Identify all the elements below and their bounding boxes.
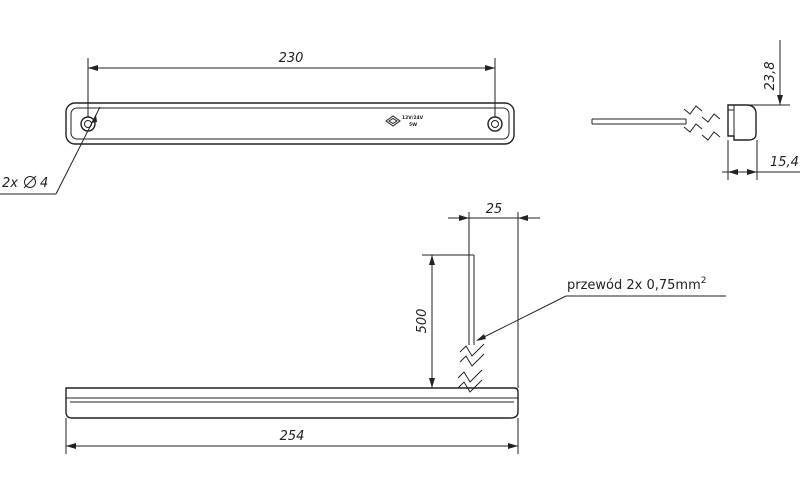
diamond-logo-icon (385, 115, 401, 127)
dimension-23-8-label: 23,8 (763, 62, 778, 91)
dimension-23-8: 23,8 (748, 40, 790, 106)
lamp-body-top-view (65, 102, 515, 145)
dimension-500-label: 500 (415, 309, 430, 334)
lamp-voltage-label: 12V/24V (402, 115, 424, 121)
diameter-symbol-icon (23, 175, 37, 189)
hole-callout: 2x 4 (0, 106, 101, 195)
dimension-254-label: 254 (280, 429, 305, 444)
lamp-body-front-view (65, 387, 519, 419)
lamp-profile-side (727, 104, 757, 141)
dimension-500: 500 (415, 254, 469, 389)
cable-note-label: przewód 2x 0,75mm2 (567, 276, 707, 293)
dimension-25: 25 (448, 202, 540, 388)
cable-note-callout: przewód 2x 0,75mm2 (476, 276, 726, 341)
front-view: 25 500 254 przewód 2x 0,75mm2 (65, 202, 726, 454)
mounting-hole-left (80, 116, 96, 132)
front-cable (457, 254, 485, 393)
mounting-hole-right (487, 116, 503, 132)
lamp-inner-outline (70, 107, 510, 140)
hole-count-label: 2x (2, 176, 18, 191)
side-view: 23,8 15,4 (591, 40, 800, 180)
dimension-15-4-label: 15,4 (770, 155, 799, 170)
top-view: 12V/24V 5W 230 2x 4 (0, 51, 515, 195)
cable-note-superscript: 2 (701, 276, 707, 286)
dimension-25-label: 25 (486, 202, 503, 217)
dimension-230-label: 230 (279, 51, 304, 66)
dimension-15-4: 15,4 (722, 140, 800, 180)
lamp-power-label: 5W (409, 122, 417, 128)
side-cable (591, 105, 721, 141)
dimension-254: 254 (65, 418, 519, 454)
hole-diameter-label: 4 (40, 176, 48, 191)
dimension-230: 230 (87, 51, 496, 117)
